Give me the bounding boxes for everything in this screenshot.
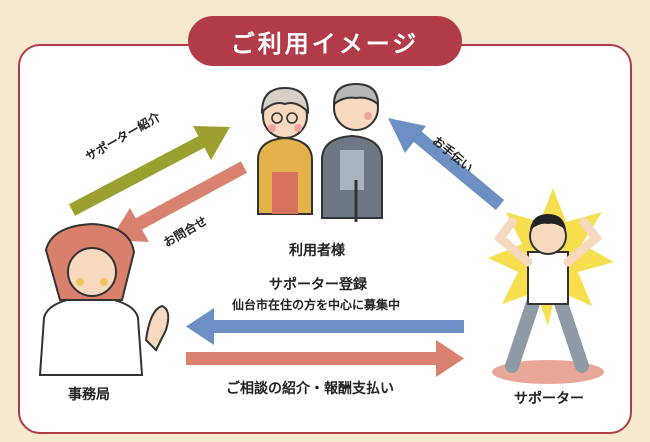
arrow-consult — [186, 340, 464, 377]
arrow-register-label: サポーター登録 — [269, 277, 367, 293]
elderly-woman-illustration — [257, 86, 313, 215]
page-title: ご利用イメージ — [230, 29, 420, 58]
node-users-label: 利用者様 — [289, 243, 345, 259]
elderly-man-illustration — [321, 82, 383, 222]
node-supporter-label: サポーター — [514, 391, 584, 407]
arrow-consult-label: ご相談の紹介・報酬支払い — [226, 381, 394, 397]
arrow-help — [388, 118, 505, 211]
arrow-register — [186, 308, 464, 345]
supporter-illustration — [488, 188, 614, 384]
node-office-label: 事務局 — [68, 387, 110, 403]
office-staff-illustration — [38, 222, 170, 376]
arrow-register-sublabel: 仙台市在住の方を中心に募集中 — [232, 298, 401, 312]
title-banner: ご利用イメージ — [188, 16, 462, 66]
arrow-introduce-supporter — [68, 126, 230, 216]
